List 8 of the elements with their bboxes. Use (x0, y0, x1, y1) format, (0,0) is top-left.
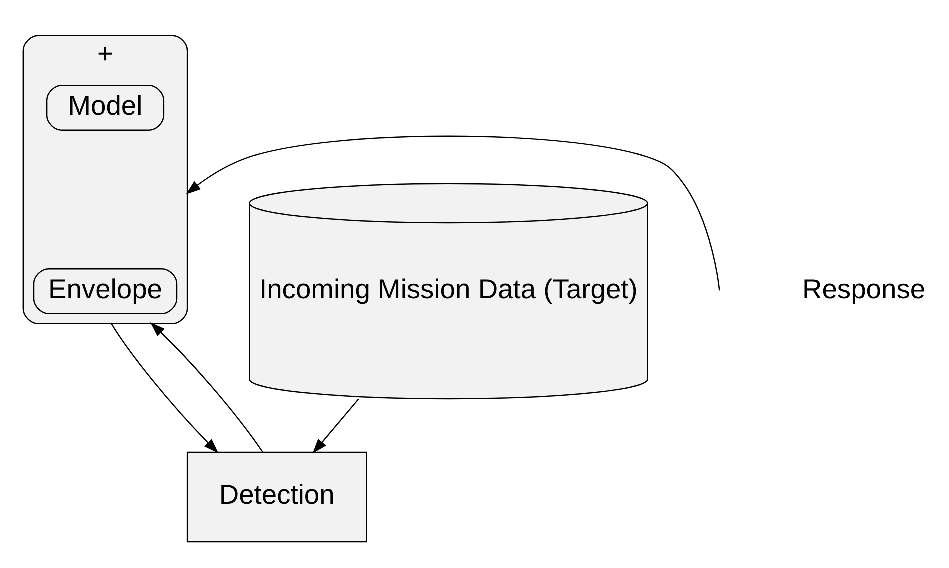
label: Response (802, 273, 926, 304)
arrow (312, 398, 360, 454)
node-box: Envelope (33, 268, 178, 314)
node-box: Model (46, 85, 165, 132)
arrow (150, 322, 264, 453)
arrow (111, 323, 219, 454)
arrow (186, 136, 720, 291)
node-box: Detection (186, 452, 368, 543)
